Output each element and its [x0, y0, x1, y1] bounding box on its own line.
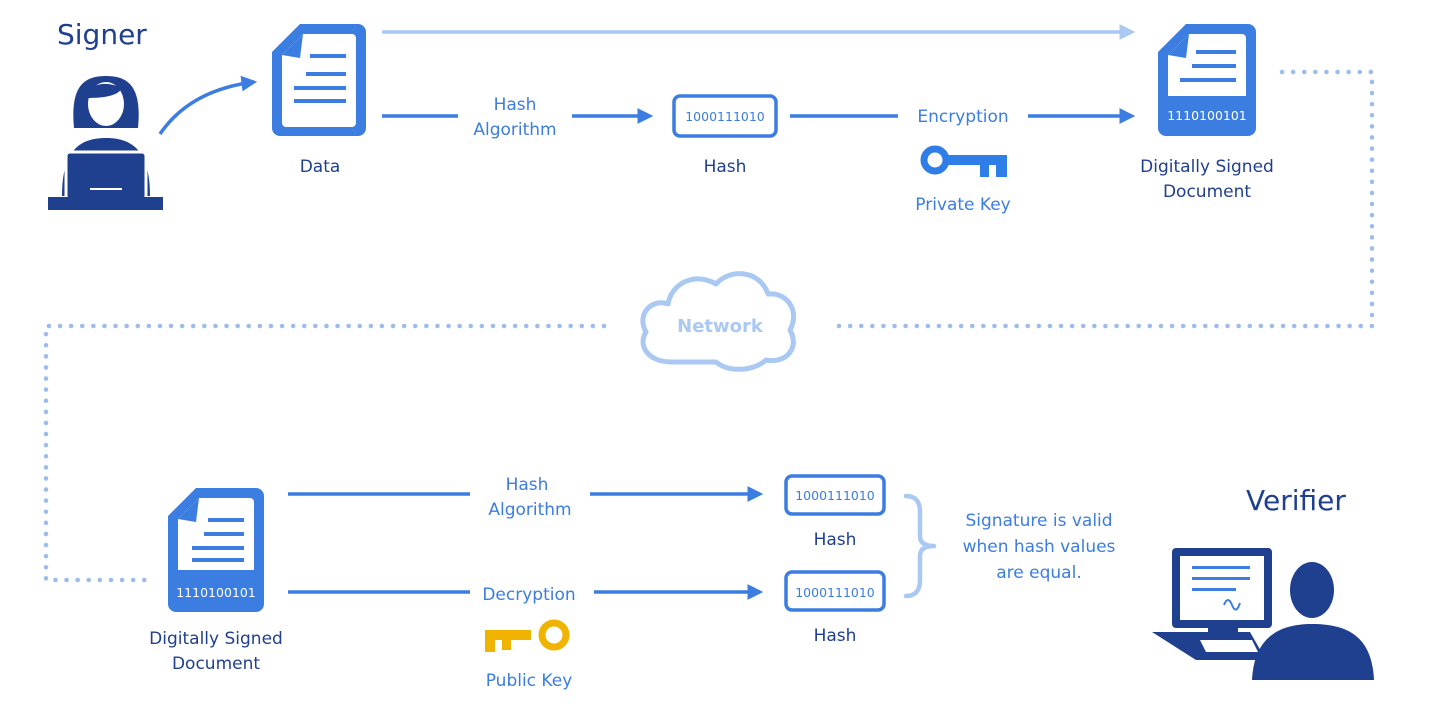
verifier-signed-document-binary: 1110100101 — [176, 585, 256, 600]
private-key-label: Private Key — [915, 195, 1011, 215]
signer-hash-box — [672, 94, 778, 138]
verifier-hash-bottom-box — [784, 570, 886, 612]
decryption-label: Decryption — [482, 585, 575, 605]
validity-note-line3: are equal. — [996, 563, 1081, 583]
verifier-hash-top-label: Hash — [814, 530, 857, 550]
network-dotted-path — [43, 69, 1375, 583]
verifier-hash-top-value: 1000111010 — [795, 488, 875, 503]
signed-document-icon — [1158, 24, 1256, 136]
signer-to-data-arrow — [158, 75, 258, 135]
verifier-signed-document-label-line1: Digitally Signed — [149, 629, 283, 649]
validity-note-line1: Signature is valid — [965, 511, 1112, 531]
signer-hash-value: 1000111010 — [685, 109, 765, 124]
signer-hash-label: Hash — [704, 157, 747, 177]
public-key-label: Public Key — [486, 671, 573, 691]
network-label: Network — [677, 316, 764, 337]
hash-algorithm-label-line2: Algorithm — [473, 120, 556, 140]
public-key-icon — [485, 619, 570, 652]
verifier-person-icon — [1152, 548, 1374, 680]
verifier-hash-algorithm-label-line1: Hash — [506, 475, 549, 495]
signed-document-label-line2: Document — [1163, 182, 1251, 202]
encryption-label: Encryption — [917, 107, 1008, 127]
verifier-signed-document-icon — [168, 488, 264, 612]
verifier-hash-bottom-value: 1000111010 — [795, 585, 875, 600]
signer-person-icon — [48, 76, 163, 210]
data-document-icon — [272, 24, 366, 136]
hash-algorithm-label-line1: Hash — [494, 95, 537, 115]
comparison-brace — [903, 493, 937, 599]
signed-document-label-line1: Digitally Signed — [1140, 157, 1274, 177]
signer-title: Signer — [57, 18, 147, 51]
verifier-hash-bottom-label: Hash — [814, 626, 857, 646]
private-key-icon — [920, 145, 1007, 177]
verifier-hash-algorithm-label-line2: Algorithm — [488, 500, 571, 520]
validity-note-line2: when hash values — [963, 537, 1116, 557]
verifier-signed-document-label-line2: Document — [172, 654, 260, 674]
verifier-hash-top-box — [784, 474, 886, 516]
data-label: Data — [300, 157, 341, 177]
network-cloud-icon — [640, 271, 797, 372]
signed-document-binary: 1110100101 — [1167, 108, 1247, 123]
verifier-title: Verifier — [1246, 484, 1346, 517]
